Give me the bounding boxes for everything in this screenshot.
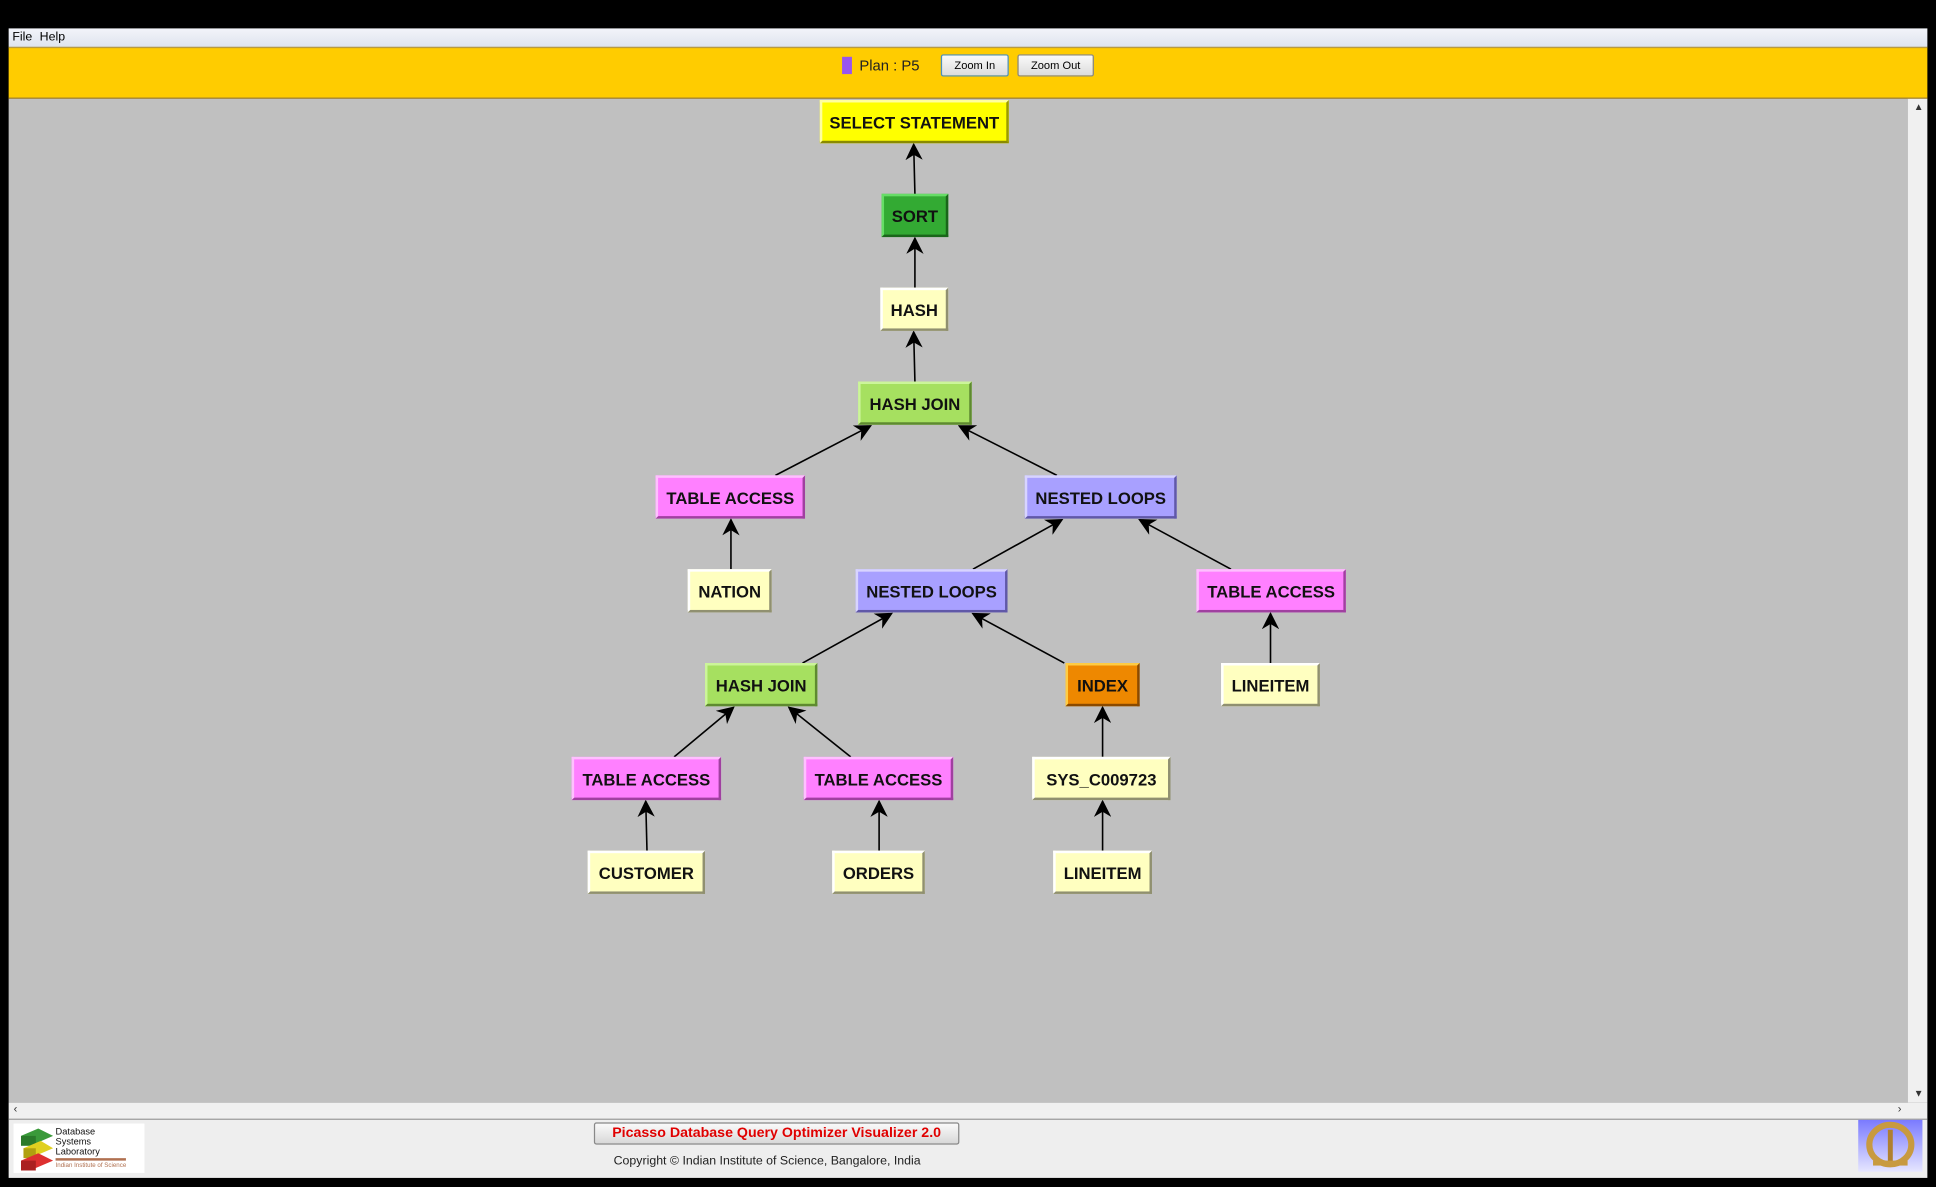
node-orders[interactable]: ORDERS xyxy=(832,850,925,894)
edge xyxy=(1138,518,1232,570)
edge xyxy=(971,612,1065,664)
dsl-logo: Database Systems Laboratory Indian Insti… xyxy=(13,1123,145,1173)
node-lineitem-2[interactable]: LINEITEM xyxy=(1053,850,1152,894)
plan-label: Plan : P5 xyxy=(859,56,920,75)
iisc-emblem-icon xyxy=(1858,1119,1923,1172)
edge xyxy=(802,612,893,664)
plan-edges xyxy=(637,142,1280,851)
node-hash-join[interactable]: HASH JOIN xyxy=(858,381,972,425)
node-sort[interactable]: SORT xyxy=(881,193,949,238)
edge xyxy=(972,518,1064,570)
node-nation[interactable]: NATION xyxy=(687,569,772,613)
dsl-line: Laboratory xyxy=(55,1145,100,1157)
node-lineitem[interactable]: LINEITEM xyxy=(1221,663,1320,707)
edge xyxy=(775,425,872,477)
node-table-access-customer[interactable]: TABLE ACCESS xyxy=(571,756,722,801)
menu-file[interactable]: File xyxy=(12,30,33,45)
edge xyxy=(905,142,923,194)
iisc-emblem xyxy=(1866,1121,1915,1168)
scroll-down-icon[interactable]: ▼ xyxy=(1913,1087,1924,1099)
node-select-statement[interactable]: SELECT STATEMENT xyxy=(819,100,1009,144)
menu-bar: File Help xyxy=(8,28,1928,47)
node-table-access-orders[interactable]: TABLE ACCESS xyxy=(803,756,954,801)
edge xyxy=(637,799,655,851)
scroll-up-icon[interactable]: ▲ xyxy=(1913,101,1924,113)
node-hash[interactable]: HASH xyxy=(880,287,949,331)
dsl-line: Indian Institute of Science xyxy=(55,1158,127,1170)
dsl-line: Database xyxy=(55,1126,96,1138)
node-hash-join-inner[interactable]: HASH JOIN xyxy=(705,663,818,707)
dsl-line: Systems xyxy=(55,1135,92,1148)
copyright-text: Copyright © Indian Institute of Science,… xyxy=(613,1154,921,1169)
picasso-title-button[interactable]: Picasso Database Query Optimizer Visuali… xyxy=(593,1122,960,1145)
menu-help[interactable]: Help xyxy=(39,30,66,45)
edge xyxy=(905,330,923,382)
node-nested-loops-inner[interactable]: NESTED LOOPS xyxy=(855,569,1008,613)
node-table-access-nation[interactable]: TABLE ACCESS xyxy=(655,475,806,519)
dsl-logo-blocks-icon xyxy=(20,1128,54,1171)
edge xyxy=(957,425,1058,477)
plan-color-swatch xyxy=(842,56,852,75)
horizontal-scrollbar[interactable]: ‹ › xyxy=(8,1102,1928,1120)
zoom-out-button[interactable]: Zoom Out xyxy=(1017,54,1094,77)
scroll-left-icon[interactable]: ‹ xyxy=(13,1102,18,1115)
zoom-in-button[interactable]: Zoom In xyxy=(940,54,1009,77)
node-index[interactable]: INDEX xyxy=(1065,663,1140,707)
dsl-logo-text: Database Systems Laboratory Indian Insti… xyxy=(55,1126,127,1170)
footer: Database Systems Laboratory Indian Insti… xyxy=(8,1119,1928,1178)
node-table-access-lineitem[interactable]: TABLE ACCESS xyxy=(1196,569,1346,613)
plan-tree-canvas: SELECT STATEMENT SORT HASH HASH JOIN TAB… xyxy=(8,98,1908,1103)
edge xyxy=(673,706,735,758)
node-nested-loops[interactable]: NESTED LOOPS xyxy=(1024,475,1177,519)
toolbar: Plan : P5 Zoom In Zoom Out xyxy=(8,46,1928,99)
node-customer[interactable]: CUSTOMER xyxy=(587,850,706,894)
node-sys-index[interactable]: SYS_C009723 xyxy=(1032,756,1171,801)
scroll-right-icon[interactable]: › xyxy=(1897,1102,1902,1115)
edge xyxy=(787,706,852,758)
vertical-scrollbar[interactable]: ▲ ▼ xyxy=(1907,98,1928,1103)
